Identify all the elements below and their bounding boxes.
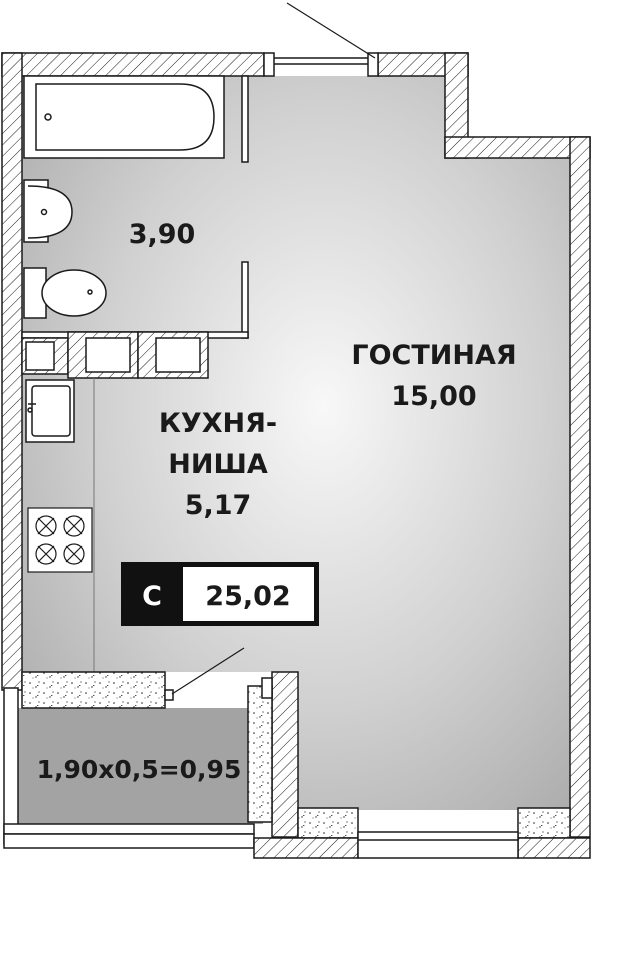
total-area-badge: С 25,02 — [121, 562, 319, 626]
door-swing-line-balcony — [171, 647, 245, 695]
toilet — [23, 267, 107, 319]
apartment-type-label: С — [142, 581, 162, 612]
kitchen-name-label-line2: НИША — [168, 449, 268, 480]
total-area-value: 25,02 — [205, 581, 290, 612]
living-room-name-label: ГОСТИНАЯ — [351, 340, 516, 371]
door-swing-line — [286, 2, 376, 59]
balcony-floor — [18, 708, 263, 824]
bottom-wall — [253, 807, 591, 859]
ventilation-shafts — [21, 331, 209, 379]
balcony-area-label: 1,90x0,5=0,95 — [37, 755, 242, 784]
bathtub — [23, 75, 225, 159]
balcony-slab — [21, 671, 273, 823]
kitchen-name-label-line1: КУХНЯ- — [159, 408, 277, 439]
kitchen-sink — [25, 379, 75, 443]
window-top — [263, 52, 379, 77]
floor-area — [18, 76, 570, 824]
bathroom-sink — [23, 179, 73, 243]
cooktop — [27, 507, 93, 573]
balcony-railing — [3, 687, 255, 849]
kitchen-area-label: 5,17 — [185, 490, 252, 521]
bathroom-area-label: 3,90 — [129, 219, 196, 250]
living-room-area-label: 15,00 — [391, 381, 476, 412]
